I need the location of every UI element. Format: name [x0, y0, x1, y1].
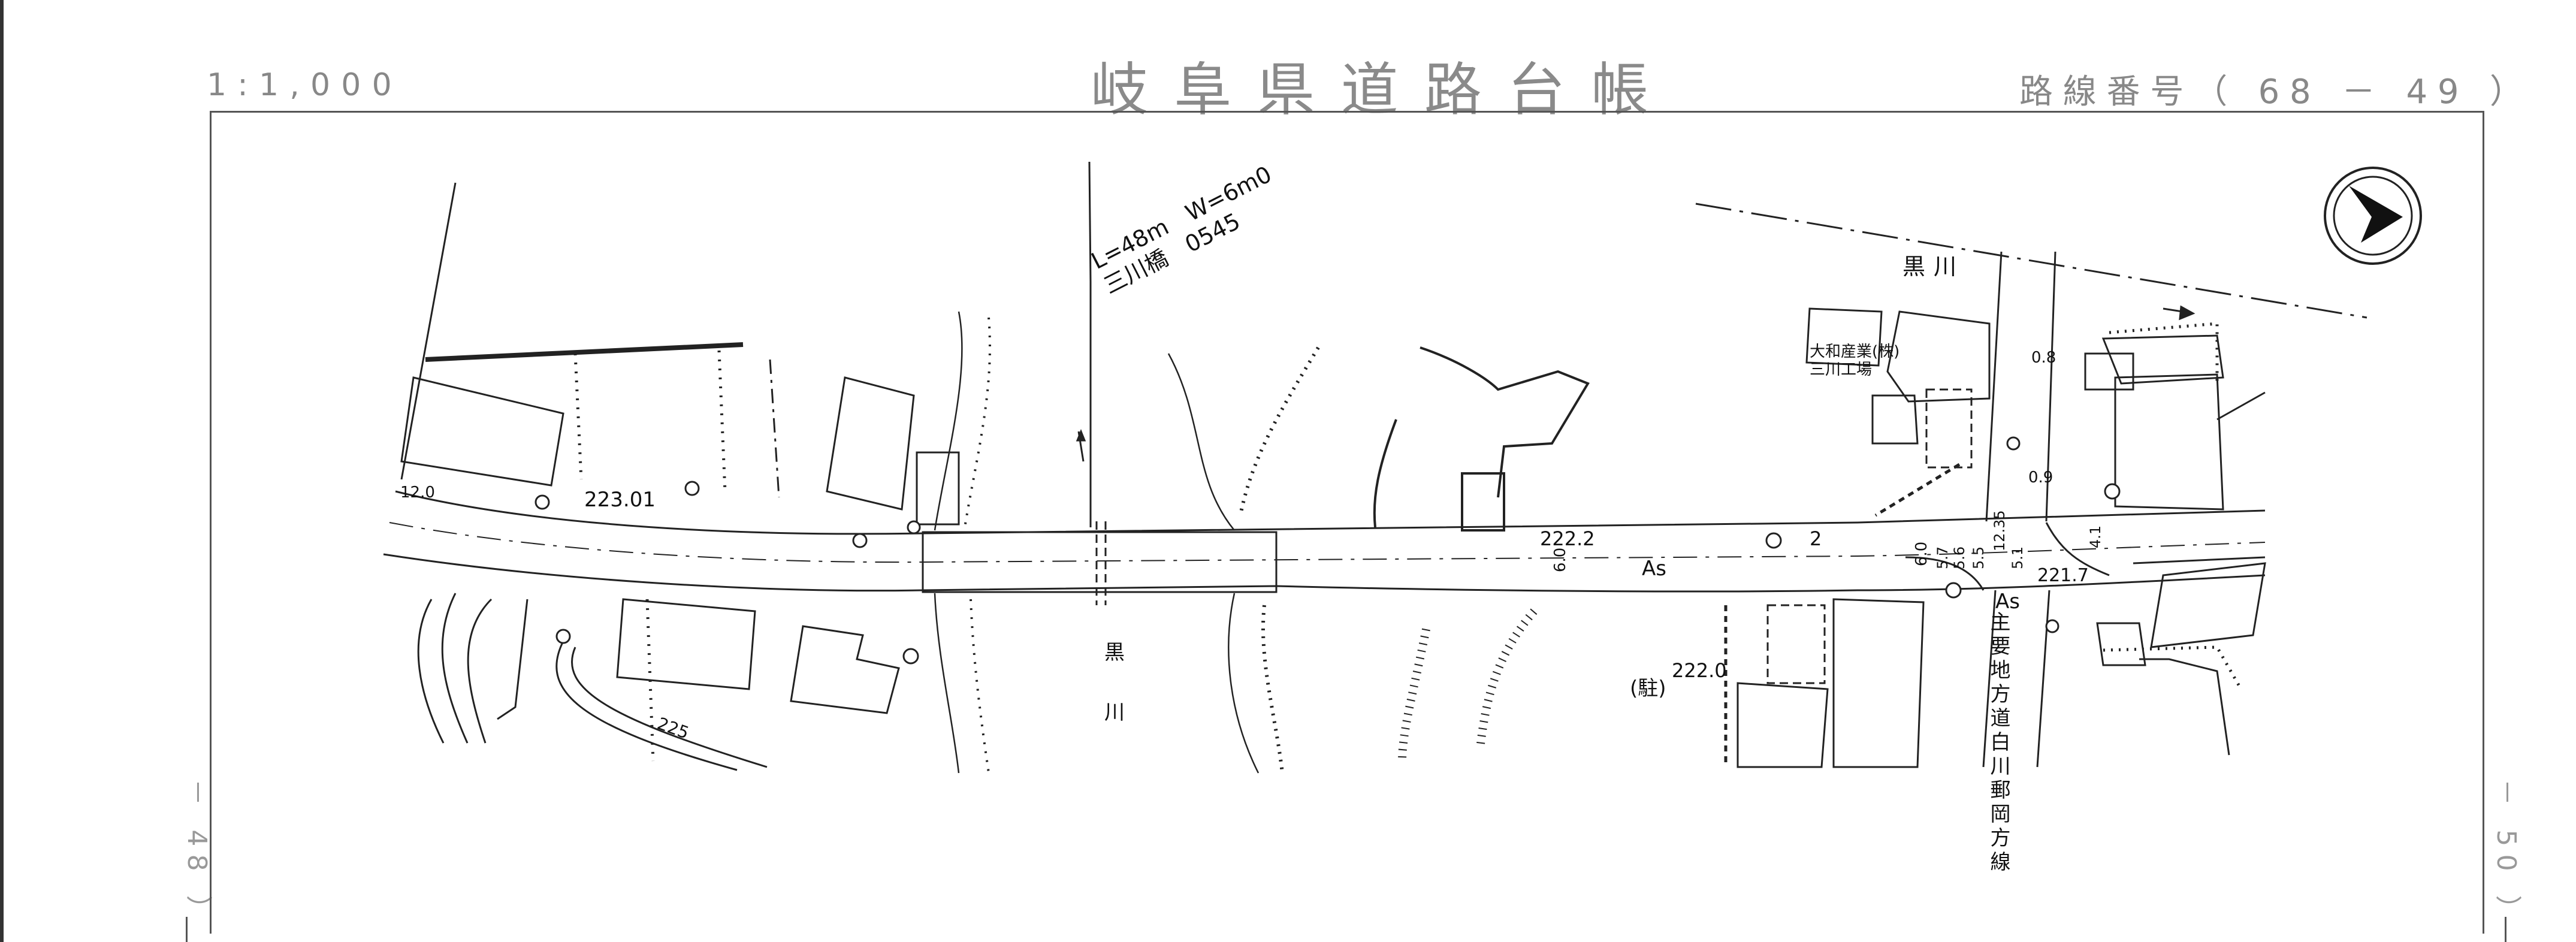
- left-structures: [400, 182, 960, 771]
- right-markers: [1765, 436, 2121, 633]
- dim-g: 5.1: [2009, 547, 2026, 569]
- dim-c: 5.7: [1934, 547, 1951, 569]
- map-frame: [210, 111, 2484, 934]
- dim-b: 6.0: [1913, 542, 1931, 566]
- road-side-label: 主要地方道白川郵岡方線: [1986, 611, 2010, 875]
- cross-road: [1905, 251, 2110, 768]
- main-road: [383, 490, 2266, 593]
- frame-tick-left: [186, 917, 188, 942]
- slope-hatch-2: [1476, 608, 1538, 750]
- dim-d: 5.6: [1951, 547, 1968, 569]
- elevation-2: 222.2: [1540, 527, 1595, 550]
- north-compass-icon: [2324, 167, 2422, 265]
- river-label-lower: 川: [1104, 701, 1125, 724]
- lane-label: 2: [1810, 527, 1822, 550]
- road-width-label: 12.0: [400, 484, 435, 502]
- river-label-upper: 黒: [1104, 641, 1125, 665]
- dim-h: 4.1: [2087, 526, 2104, 548]
- company-label: 大和産業(株): [1810, 343, 1899, 361]
- surface-label-1: As: [1642, 557, 1666, 581]
- sheet-left-edge: [0, 0, 4, 942]
- parking-label: (駐): [1630, 677, 1666, 701]
- bridge-leader-top: [1088, 161, 1092, 282]
- river-flow-arrow: [1076, 428, 1086, 462]
- elevation-1: 223.01: [584, 488, 656, 512]
- dim-j: 0.8: [2031, 349, 2056, 367]
- bridge-label: L=48m W=6m0 三川橋 0545: [1087, 161, 1276, 299]
- elevation-4: 221.7: [2037, 565, 2089, 586]
- factory-label: 三川工場: [1810, 361, 1872, 379]
- river-name-label: 黒川: [1902, 253, 1965, 280]
- frame-tick-right: [2505, 917, 2506, 942]
- slope-hatch-1: [1398, 628, 1430, 762]
- contour-label: 225: [655, 714, 692, 743]
- map-scale: 1:1,000: [207, 67, 403, 103]
- direction-arrow: [2163, 305, 2196, 321]
- route-number: 路線番号（ 68 － 49 ）: [2019, 73, 2533, 111]
- dim-i: 0.9: [2028, 469, 2053, 487]
- dim-f: 12.35: [1991, 510, 2008, 551]
- next-sheet-link[interactable]: － 50 ）: [2491, 779, 2521, 930]
- left-markers: [534, 481, 921, 665]
- dim-a: 6.0: [1551, 548, 1569, 572]
- dim-e: 5.5: [1970, 547, 1987, 569]
- bridge: [922, 521, 1278, 605]
- embankment: [1373, 346, 1590, 532]
- surface-label-2: As: [1995, 590, 2020, 614]
- elevation-3: 222.0: [1672, 659, 1727, 682]
- previous-sheet-link[interactable]: － 48 ）: [182, 779, 212, 930]
- right-structures: [1695, 203, 2367, 768]
- river-banks: [934, 311, 1320, 774]
